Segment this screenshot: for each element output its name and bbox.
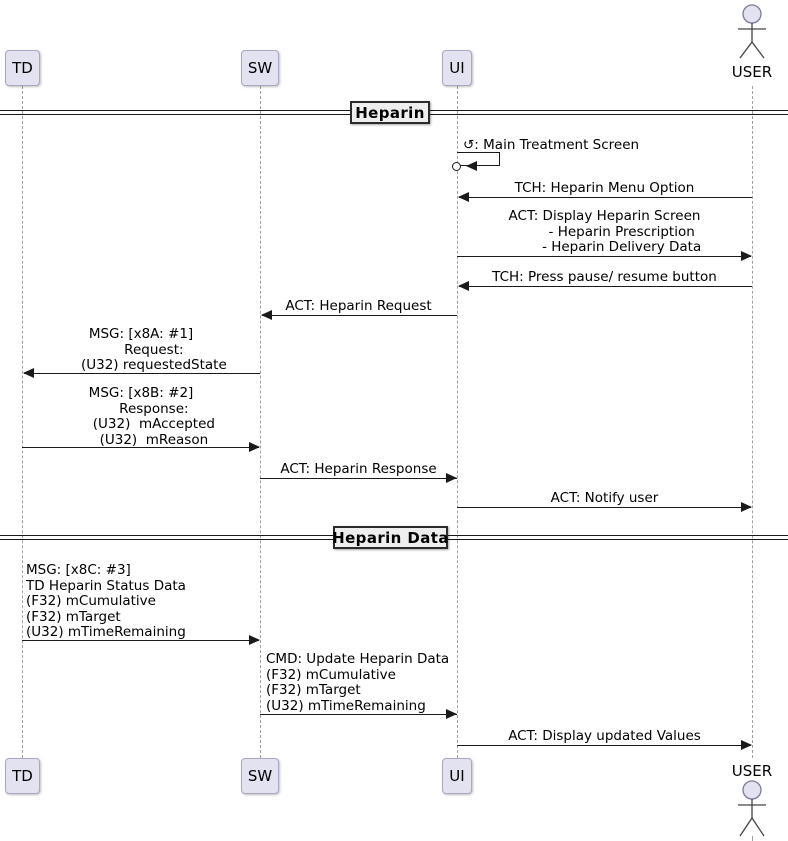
message-arrowhead-m7 bbox=[249, 442, 260, 452]
message-line-m7 bbox=[22, 447, 259, 448]
message-label-m9: ACT: Notify user bbox=[550, 490, 659, 506]
message-label-m1: ↺: Main Treatment Screen bbox=[463, 137, 640, 153]
lifeline-ui bbox=[457, 86, 458, 758]
message-line-m9 bbox=[457, 507, 751, 508]
message-arrowhead-m8 bbox=[446, 473, 457, 483]
actor-user-top[interactable] bbox=[730, 4, 774, 60]
actor-figure-icon bbox=[738, 780, 766, 837]
participant-td-top-label: TD bbox=[12, 58, 33, 77]
message-label-m5: ACT: Heparin Request bbox=[285, 298, 432, 314]
message-line-m2 bbox=[459, 197, 752, 198]
message-line-m3 bbox=[457, 256, 751, 257]
actor-figure-icon bbox=[738, 4, 766, 59]
message-line-m12 bbox=[457, 745, 751, 746]
message-label-m12: ACT: Display updated Values bbox=[508, 728, 701, 744]
participant-td-bottom-label: TD bbox=[12, 766, 33, 785]
message-label-m2: TCH: Heparin Menu Option bbox=[514, 180, 695, 196]
message-label-m8: ACT: Heparin Response bbox=[280, 461, 437, 477]
message-line-m8 bbox=[260, 478, 457, 479]
participant-sw-bottom[interactable]: SW bbox=[241, 758, 279, 794]
lifeline-user bbox=[752, 86, 753, 758]
message-label-m7: MSG: [x8B: #2] Response: (U32) mAccepted… bbox=[88, 385, 215, 448]
message-arrowhead-m12 bbox=[741, 740, 752, 750]
participant-td-bottom[interactable]: TD bbox=[5, 758, 40, 794]
actor-user-top-label: USER bbox=[731, 63, 773, 81]
message-label-m11: CMD: Update Heparin Data (F32) mCumulati… bbox=[266, 651, 450, 714]
message-arrowhead-m10 bbox=[249, 635, 260, 645]
message-arrowhead-m9 bbox=[741, 502, 752, 512]
message-line-m11 bbox=[260, 714, 457, 715]
participant-td-top[interactable]: TD bbox=[5, 50, 40, 86]
message-arrowhead-m6 bbox=[23, 368, 34, 378]
message-found-marker-m1 bbox=[452, 161, 461, 171]
message-arrowhead-m1 bbox=[466, 161, 477, 171]
message-arrowhead-m2 bbox=[458, 192, 469, 202]
message-label-m6: MSG: [x8A: #1] Request: (U32) requestedS… bbox=[80, 326, 227, 374]
lifeline-td bbox=[22, 86, 23, 758]
participant-ui-bottom[interactable]: UI bbox=[442, 758, 472, 794]
message-arrowhead-m5 bbox=[261, 310, 272, 320]
message-line-m5 bbox=[262, 315, 457, 316]
participant-ui-top-label: UI bbox=[449, 58, 465, 77]
divider-heparin-data-label: Heparin Data bbox=[332, 528, 449, 547]
participant-sw-bottom-label: SW bbox=[247, 766, 273, 785]
participant-sw-top[interactable]: SW bbox=[241, 50, 279, 86]
message-arrowhead-m11 bbox=[446, 709, 457, 719]
actor-user-bottom-label: USER bbox=[731, 762, 773, 780]
lifeline-sw bbox=[260, 86, 261, 758]
participant-ui-top[interactable]: UI bbox=[442, 50, 472, 86]
message-arrowhead-m3 bbox=[741, 251, 752, 261]
message-self-loop-m1 bbox=[457, 152, 500, 166]
message-line-m6 bbox=[24, 373, 260, 374]
participant-sw-top-label: SW bbox=[247, 58, 273, 77]
message-label-m10: MSG: [x8C: #3] TD Heparin Status Data (F… bbox=[26, 562, 186, 641]
participant-ui-bottom-label: UI bbox=[449, 766, 465, 785]
actor-user-bottom[interactable] bbox=[730, 780, 774, 837]
divider-heparin-label: Heparin bbox=[355, 103, 425, 122]
divider-heparin: Heparin bbox=[350, 101, 430, 124]
message-line-m4 bbox=[459, 286, 752, 287]
lifeline-user-tail bbox=[752, 836, 753, 841]
message-arrowhead-m4 bbox=[458, 281, 469, 291]
message-line-m10 bbox=[22, 640, 259, 641]
divider-heparin-data: Heparin Data bbox=[332, 526, 449, 549]
message-label-m4: TCH: Press pause/ resume button bbox=[492, 269, 717, 285]
message-label-m3: ACT: Display Heparin Screen - Heparin Pr… bbox=[508, 208, 702, 256]
